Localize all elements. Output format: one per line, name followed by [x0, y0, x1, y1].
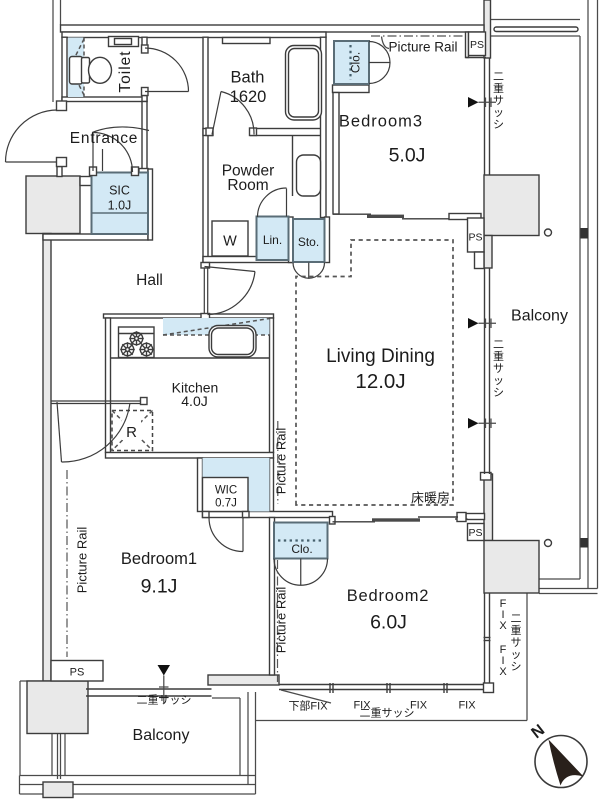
svg-text:Balcony: Balcony — [511, 308, 568, 325]
svg-text:PS: PS — [468, 232, 482, 244]
svg-text:Picture Rail: Picture Rail — [274, 428, 289, 495]
svg-text:Room: Room — [227, 177, 268, 194]
svg-text:X: X — [499, 666, 507, 678]
svg-text:1620: 1620 — [230, 88, 267, 106]
svg-text:I: I — [501, 655, 504, 667]
svg-text:ッ: ッ — [493, 107, 504, 119]
svg-text:Kitchen: Kitchen — [172, 380, 219, 396]
svg-text:Picture Rail: Picture Rail — [75, 527, 90, 594]
svg-text:12.0J: 12.0J — [355, 370, 405, 393]
svg-text:サ: サ — [493, 94, 504, 107]
svg-text:PS: PS — [470, 39, 484, 51]
svg-text:FIX: FIX — [410, 700, 428, 712]
svg-text:Picture Rail: Picture Rail — [388, 40, 457, 55]
svg-text:F: F — [500, 644, 507, 656]
svg-text:サ: サ — [493, 362, 504, 375]
svg-text:下部FIX: 下部FIX — [288, 699, 328, 713]
svg-text:重: 重 — [493, 81, 504, 95]
svg-text:Sto.: Sto. — [298, 235, 319, 249]
svg-text:6.0J: 6.0J — [370, 612, 407, 634]
svg-text:5.0J: 5.0J — [389, 145, 426, 167]
svg-text:ッ: ッ — [493, 375, 504, 387]
svg-text:床暖房: 床暖房 — [411, 491, 450, 506]
svg-text:FIX: FIX — [353, 700, 371, 712]
svg-text:Clo.: Clo. — [349, 52, 363, 73]
svg-text:シ: シ — [493, 119, 504, 131]
svg-text:PS: PS — [468, 527, 482, 539]
svg-text:4.0J: 4.0J — [181, 393, 207, 409]
svg-text:WIC: WIC — [215, 485, 237, 497]
svg-text:FIX: FIX — [458, 700, 476, 712]
svg-text:9.1J: 9.1J — [141, 576, 178, 598]
svg-text:シ: シ — [493, 387, 504, 399]
svg-text:PS: PS — [70, 667, 85, 679]
svg-text:二: 二 — [493, 339, 504, 351]
svg-text:Balcony: Balcony — [133, 727, 190, 744]
svg-text:二重サッシ: 二重サッシ — [137, 693, 192, 707]
svg-text:SIC: SIC — [109, 184, 130, 198]
svg-text:Picture Rail: Picture Rail — [274, 587, 289, 654]
svg-text:Bedroom1: Bedroom1 — [121, 550, 197, 568]
svg-text:重: 重 — [493, 349, 504, 363]
svg-text:二重サッシ: 二重サッシ — [360, 706, 415, 720]
svg-text:シ: シ — [511, 661, 522, 673]
svg-text:I: I — [501, 609, 504, 621]
svg-text:Entrance: Entrance — [70, 130, 138, 147]
svg-text:F: F — [500, 598, 507, 610]
svg-text:重: 重 — [511, 623, 522, 637]
svg-text:Bedroom3: Bedroom3 — [339, 113, 423, 131]
svg-text:X: X — [499, 620, 507, 632]
svg-text:0.7J: 0.7J — [215, 498, 237, 510]
svg-text:Living Dining: Living Dining — [326, 346, 435, 367]
svg-text:Bath: Bath — [231, 69, 265, 87]
svg-text:R: R — [126, 424, 137, 441]
svg-text:Lin.: Lin. — [263, 233, 282, 247]
svg-text:Clo.: Clo. — [291, 542, 312, 556]
svg-text:Toilet: Toilet — [117, 50, 134, 92]
svg-text:Hall: Hall — [136, 272, 163, 289]
svg-text:二: 二 — [493, 71, 504, 83]
svg-text:ッ: ッ — [511, 649, 522, 661]
svg-text:Bedroom2: Bedroom2 — [347, 587, 430, 605]
svg-text:Powder: Powder — [222, 163, 275, 180]
svg-text:1.0J: 1.0J — [108, 199, 132, 213]
svg-text:W: W — [223, 234, 237, 250]
svg-text:サ: サ — [511, 636, 522, 649]
svg-text:二: 二 — [511, 613, 522, 625]
